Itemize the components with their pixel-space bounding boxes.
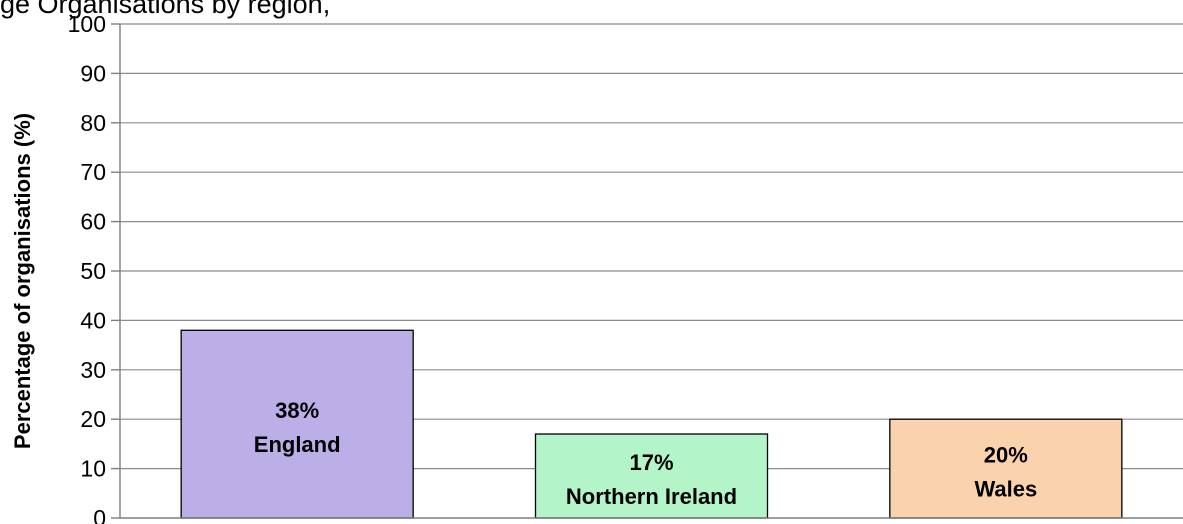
y-tick-label-50: 50 (80, 258, 106, 284)
y-tick-label-100: 100 (68, 11, 106, 37)
bar-england (180, 329, 414, 519)
y-tick-label-10: 10 (80, 456, 106, 482)
axes (119, 24, 1183, 519)
y-tick-label-0: 0 (93, 505, 106, 524)
bar-value-label-england: 38% (275, 398, 319, 423)
y-tick-label-70: 70 (80, 159, 106, 185)
y-tick-label-30: 30 (80, 357, 106, 383)
chart-title-fragment: ge Organisations by region, (0, 0, 330, 19)
bar-wales (889, 418, 1123, 519)
bar-category-label-england: England (254, 432, 341, 457)
y-tick-label-90: 90 (80, 60, 106, 86)
bar-category-label-wales: Wales (974, 477, 1037, 502)
bars: 38% England 17% Northern Ireland 20% Wales (180, 329, 1123, 519)
y-tick-label-40: 40 (80, 307, 106, 333)
bar-value-label-northern-ireland: 17% (629, 450, 673, 475)
y-axis-title: Percentage of organisations (%) (10, 113, 35, 449)
bar-category-label-northern-ireland: Northern Ireland (566, 484, 737, 509)
y-tick-label-80: 80 (80, 110, 106, 136)
y-tick-label-20: 20 (80, 406, 106, 432)
y-axis-ticks: 0 10 20 30 40 50 60 70 80 90 100 (68, 11, 120, 524)
bar-value-label-wales: 20% (984, 443, 1028, 468)
y-tick-label-60: 60 (80, 209, 106, 235)
bar-northern-ireland (534, 433, 769, 519)
